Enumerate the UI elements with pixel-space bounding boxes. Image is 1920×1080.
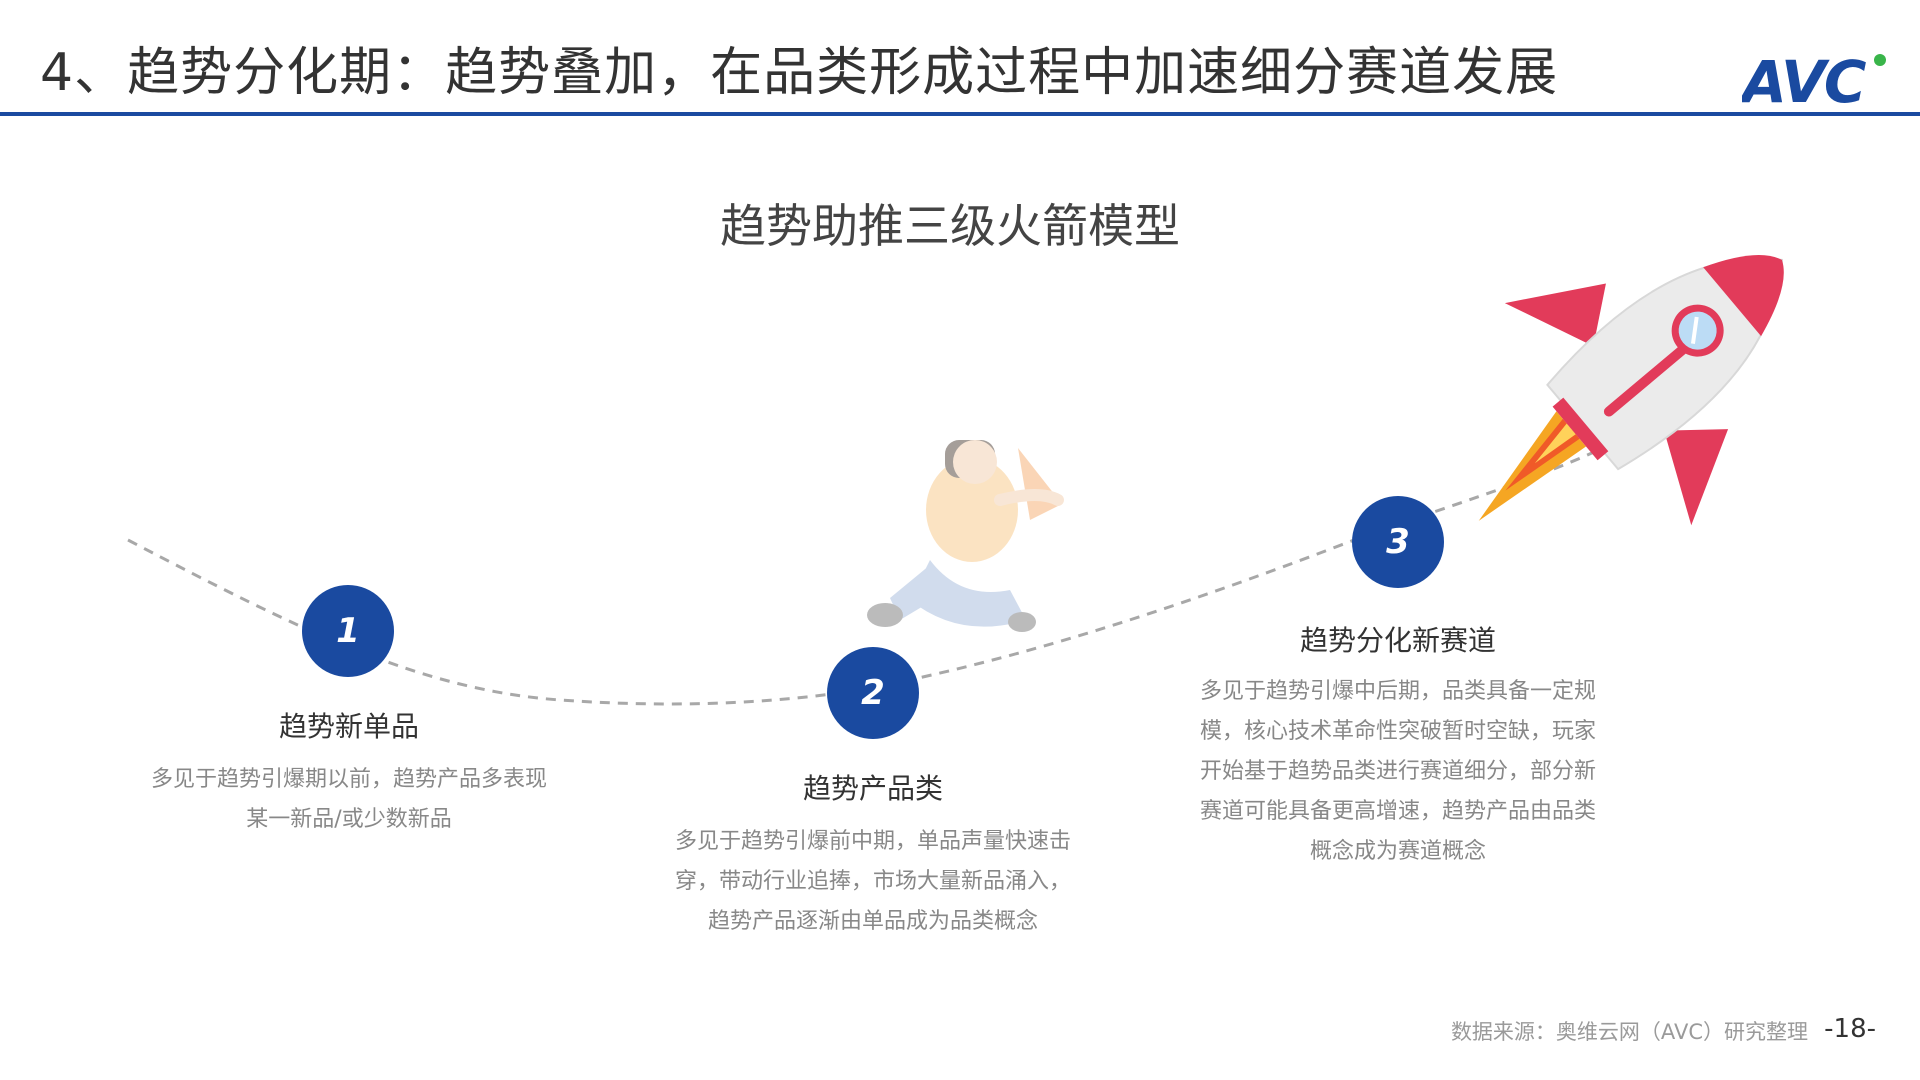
stage-2-number-badge: 2 [827,647,919,739]
stage-1-description: 多见于趋势引爆期以前，趋势产品多表现 某一新品/或少数新品 [139,760,559,840]
stage-2-title: 趋势产品类 [802,772,943,805]
stage-3-desc-line-4: 赛道可能具备更高增速，趋势产品由品类 [1199,799,1596,824]
stage-1-title: 趋势新单品 [278,710,419,743]
stage-3-title: 趋势分化新赛道 [1299,624,1496,657]
stage-2-description: 多见于趋势引爆前中期，单品声量快速击 穿，带动行业追捧，市场大量新品涌入， 趋势… [663,822,1083,942]
rocket-illustration [1478,254,1784,526]
logo-text: AVC [1742,48,1866,108]
logo-dot [1874,54,1886,66]
running-person-illustration [867,440,1064,632]
page-number: -18- [1824,1014,1876,1044]
rocket-fin-right [1664,429,1729,526]
stage-1-desc-line-1: 多见于趋势引爆期以前，趋势产品多表现 [150,767,547,792]
rocket-fin-left [1504,283,1606,347]
stage-3-desc-line-1: 多见于趋势引爆中后期，品类具备一定规 [1199,679,1596,704]
stage-3-desc-line-3: 开始基于趋势品类进行赛道细分，部分新 [1199,759,1596,784]
header-divider [0,112,1920,116]
stage-3-desc-line-2: 模，核心技术革命性突破暂时空缺，玩家 [1199,719,1596,744]
page-header-title: 4、趋势分化期：趋势叠加，在品类形成过程中加速细分赛道发展 [40,43,1559,103]
stage-3-description: 多见于趋势引爆中后期，品类具备一定规 模，核心技术革命性突破暂时空缺，玩家 开始… [1188,672,1608,872]
model-title: 趋势助推三级火箭模型 [720,199,1180,253]
avc-logo: AVC [1742,48,1886,108]
rocket-nose [1703,254,1784,337]
data-source-note: 数据来源：奥维云网（AVC）研究整理 [1450,1020,1808,1044]
stage-2-desc-line-2: 穿，带动行业追捧，市场大量新品涌入， [674,869,1071,894]
stage-2-desc-line-1: 多见于趋势引爆前中期，单品声量快速击 [674,829,1071,854]
stage-2-desc-line-3: 趋势产品逐渐由单品成为品类概念 [707,909,1038,934]
stage-1-number-badge: 1 [302,585,394,677]
stage-1-desc-line-2: 某一新品/或少数新品 [246,807,452,832]
stage-3-number-badge: 3 [1352,496,1444,588]
stage-3-desc-line-5: 概念成为赛道概念 [1309,839,1486,864]
